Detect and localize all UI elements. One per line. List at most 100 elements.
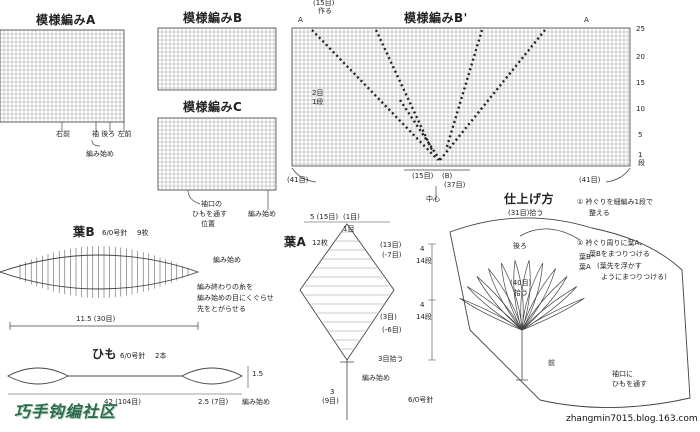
leaf-b-note-3: 先をとがらせる <box>197 305 246 313</box>
leaf-b-needle: 6/0号針 <box>102 229 128 237</box>
finishing-label-back: 後ろ <box>513 242 527 250</box>
bprime-bottom-mid-3: (37目) <box>444 181 466 189</box>
leaf-a-width: 5 (15目) <box>310 213 339 221</box>
leaf-a-dimension-lines <box>304 221 436 361</box>
finishing-label-sleeve: 袖口に <box>612 370 633 378</box>
title-leaf-b: 葉B <box>73 225 96 239</box>
leaf-a-top-label: 1目 <box>343 225 355 233</box>
leaf-b-note-2: 編み始めの目にくぐらせ <box>197 294 274 302</box>
cord-length: 42 (104目) <box>104 398 141 406</box>
bprime-row-20: 20 <box>636 53 645 61</box>
cord-side: 2.5 (7目) <box>198 398 229 406</box>
bprime-left-count-2: 1段 <box>312 98 324 106</box>
title-leaf-a: 葉A <box>284 235 307 249</box>
leaf-a-side-2: (-7目) <box>382 251 402 259</box>
leaf-b-stitches <box>19 246 189 298</box>
bprime-label-a-left: A <box>298 16 303 24</box>
bprime-row-15: 15 <box>636 79 645 87</box>
pattern-a-label-right-front: 右前 <box>56 130 70 138</box>
cord-height: 1.5 <box>252 370 264 378</box>
leaf-a-side-5: 3目拾う <box>378 355 404 363</box>
pattern-b-prime-motif <box>311 29 546 161</box>
cord-shape <box>7 367 243 385</box>
title-pattern-b: 模様編みB <box>183 11 243 25</box>
pattern-a-grid <box>0 29 125 123</box>
leaf-a-side-4: (-6目) <box>382 326 402 334</box>
pattern-c-grid-border <box>157 117 277 191</box>
finishing-label-leaf-b: 葉B <box>579 253 591 261</box>
finishing-note-1: ① 衿ぐりを細編み1段で <box>577 198 653 206</box>
leaf-a-dim-3: 4 <box>420 301 425 309</box>
bprime-top-note: 作る <box>318 7 332 15</box>
bprime-bottom-mid-2: (B) <box>442 172 453 180</box>
cord-needle: 6/0号針 <box>120 352 146 360</box>
garment-neckline <box>519 228 581 241</box>
pattern-b-prime-dimensions <box>291 167 631 200</box>
pattern-a-grid-border <box>0 29 125 123</box>
finishing-label-pick: 拾う <box>514 289 528 297</box>
title-finishing: 仕上げ方 <box>504 192 555 206</box>
pattern-c-start: 編み始め <box>248 210 276 218</box>
finishing-note-3: ② 衿ぐり周りに葉A、 <box>577 239 647 247</box>
cord-dimension-lines <box>8 366 249 395</box>
leaf-a-dim-1: 4 <box>420 245 425 253</box>
pattern-a-start: 編み始め <box>86 150 114 158</box>
leaf-b-shape <box>0 254 200 290</box>
bprime-bottom-left: (41目) <box>287 176 309 184</box>
leaf-a-start: 編み始め <box>362 374 390 382</box>
leaf-a-grid <box>305 231 389 350</box>
finishing-note-5: (葉先を浮かす <box>597 262 642 270</box>
title-pattern-b-prime: 模様編みB' <box>404 11 468 25</box>
title-pattern-c: 模様編みC <box>183 100 243 114</box>
pattern-b-prime-grid-border <box>291 27 631 167</box>
finishing-label-center: (40目) <box>510 279 532 287</box>
leaf-a-side-1: (13目) <box>380 241 402 249</box>
pattern-a-markers <box>61 122 125 147</box>
bprime-row-1: 1 <box>638 151 643 159</box>
pattern-c-note-1: 袖口の <box>201 200 222 208</box>
leaf-a-needle-label: 6/0号針 <box>408 396 434 404</box>
title-pattern-a: 模様編みA <box>36 13 96 27</box>
garment-stem <box>516 330 528 381</box>
leaf-a-top-count: (1目) <box>343 213 360 221</box>
pattern-c-note-3: 位置 <box>201 220 215 228</box>
pattern-c-leaders <box>187 189 269 210</box>
pattern-a-label-sleeve-back: 袖 後ろ 左前 <box>92 130 132 138</box>
leaf-b-start: 編み始め <box>213 256 241 264</box>
leaf-a-bottom-1: 3 <box>330 388 335 396</box>
garment-leaf-motif <box>459 260 585 331</box>
finishing-top-count: (31目)拾う <box>508 209 544 217</box>
pattern-b-grid <box>157 27 276 90</box>
bprime-left-count: 2目 <box>312 89 324 97</box>
leaf-b-width: 11.5 (30目) <box>76 315 116 323</box>
watermark-logo: 巧手钩编社区 <box>14 402 117 421</box>
garment-outline <box>449 217 691 408</box>
finishing-note-4: 葉Bをまつりつける <box>589 250 650 258</box>
cord-count: 2本 <box>155 352 167 360</box>
bprime-row-25: 25 <box>636 25 645 33</box>
pattern-b-grid-border <box>157 27 277 91</box>
cord-start: 編み始め <box>242 398 270 406</box>
pattern-c-grid <box>157 117 276 191</box>
pattern-b-prime-grid <box>291 27 630 166</box>
bprime-bottom-mid-1: (15目) <box>412 172 434 180</box>
bprime-bottom-right: (41目) <box>579 176 601 184</box>
pattern-c-note-2: ひもを通す <box>192 210 227 218</box>
bprime-top-count: (15目) <box>313 0 335 7</box>
site-url: zhangmin7015.blog.163.com <box>566 414 698 424</box>
leaf-a-bottom-2: (9目) <box>322 397 339 405</box>
bprime-row-unit: 段 <box>638 159 645 167</box>
title-cord: ひも <box>92 347 118 361</box>
leaf-b-note-1: 編み終わりの糸を <box>197 283 253 291</box>
finishing-label-leaf-a: 葉A <box>579 263 591 271</box>
leaf-a-dim-2: 14段 <box>416 257 432 265</box>
bprime-label-a-right: A <box>584 16 589 24</box>
leaf-a-stem <box>340 360 354 420</box>
finishing-label-front: 前 <box>548 359 555 367</box>
bprime-row-10: 10 <box>636 105 645 113</box>
bprime-center: 中心 <box>426 195 440 203</box>
leaf-a-side-3: (3目) <box>380 313 397 321</box>
finishing-note-6: ようにまつりつける) <box>601 273 667 281</box>
